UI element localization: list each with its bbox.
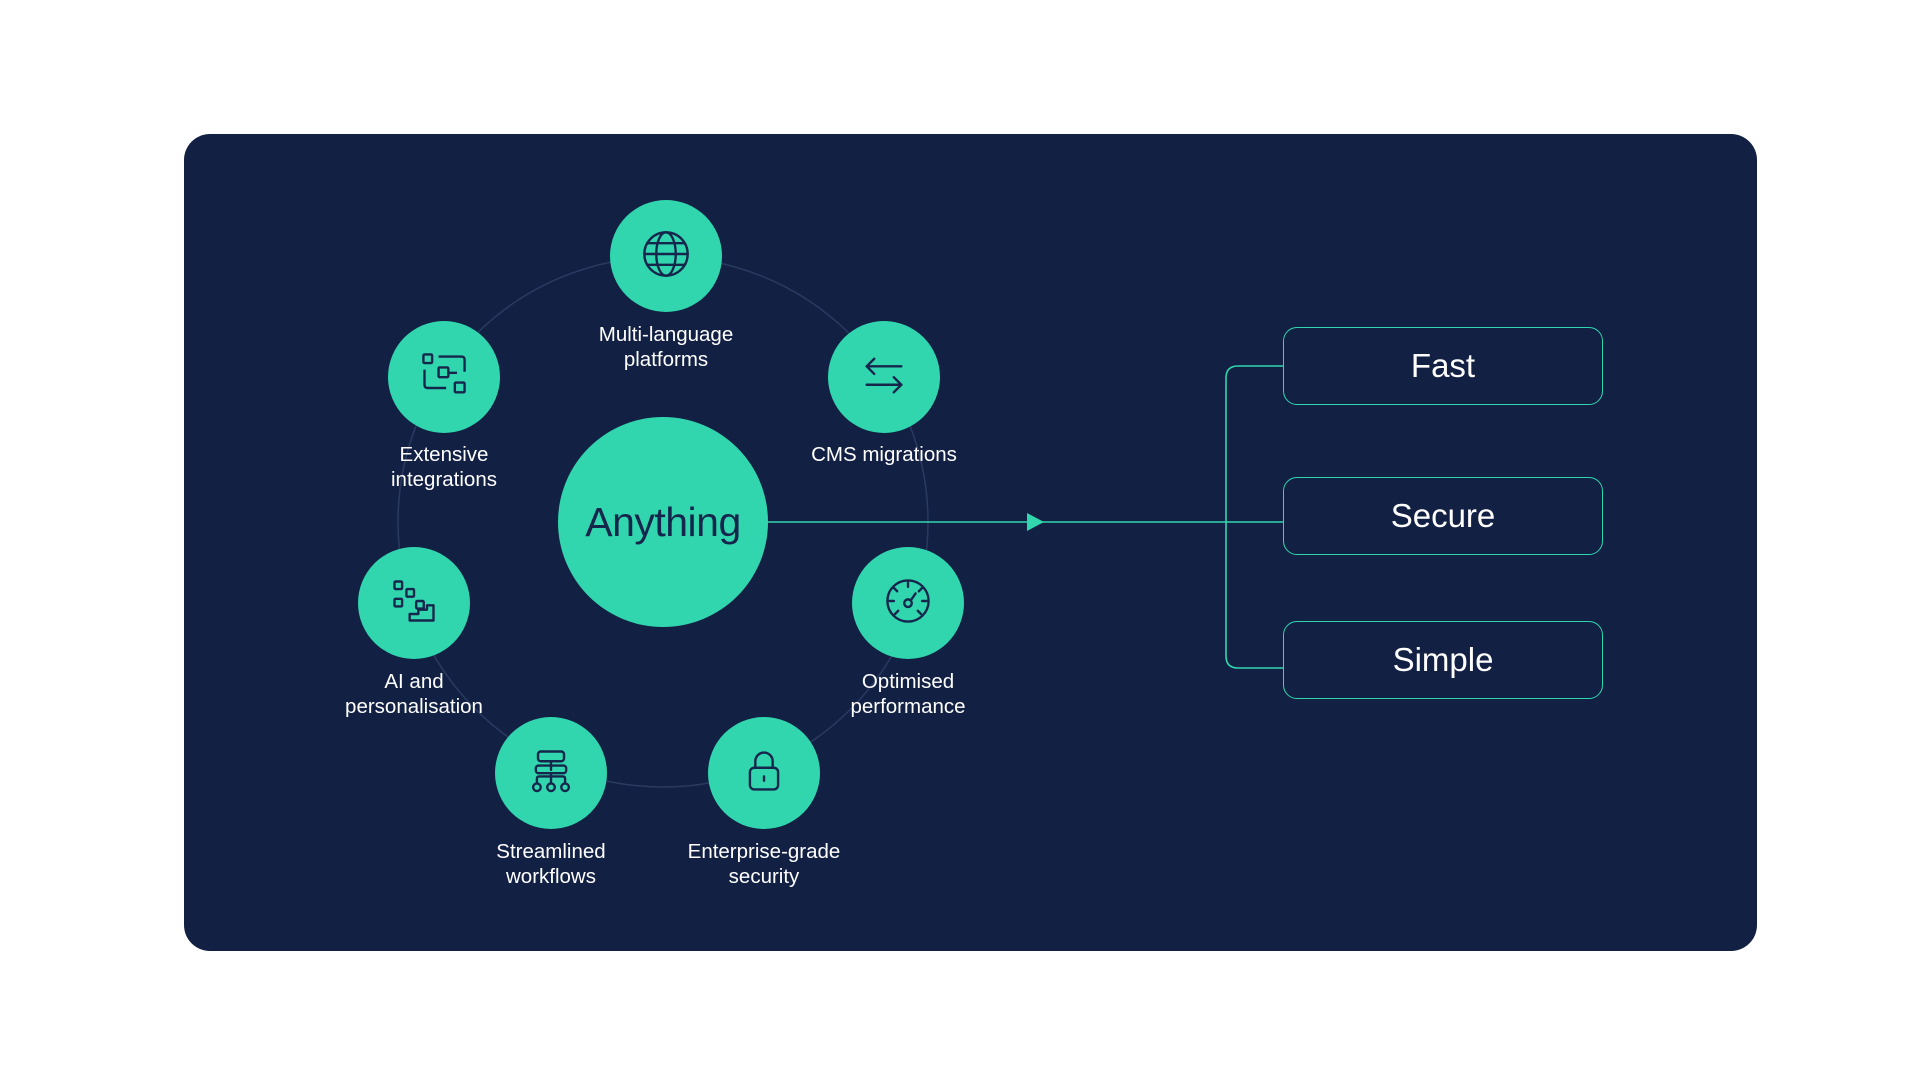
lock-icon [738, 745, 790, 802]
feature-label-streamlined-workflows: Streamlined workflows [496, 840, 606, 888]
feature-label-enterprise-security: Enterprise-grade security [687, 840, 841, 888]
hub-node: Anything [558, 417, 768, 627]
quality-fast: Fast [1283, 327, 1603, 405]
direction-arrow [1027, 513, 1044, 531]
feature-node-ai-personalisation [358, 547, 470, 659]
ai-blocks-icon [388, 575, 440, 632]
integrations-icon [418, 349, 470, 406]
diagram-panel [184, 134, 1757, 951]
quality-secure: Secure [1283, 477, 1603, 555]
feature-node-enterprise-security [708, 717, 820, 829]
globe-icon [640, 228, 692, 285]
speedometer-icon [882, 575, 934, 632]
arrows-exchange-icon [858, 349, 910, 406]
feature-label-cms-migrations: CMS migrations [811, 443, 957, 466]
feature-node-optimised-performance [852, 547, 964, 659]
feature-label-optimised-performance: Optimised performance [850, 670, 966, 718]
hub-label: Anything [585, 498, 741, 545]
workflow-hierarchy-icon [525, 745, 577, 802]
quality-simple: Simple [1283, 621, 1603, 699]
feature-label-multi-language: Multi-language platforms [598, 323, 734, 371]
feature-node-multi-language [610, 200, 722, 312]
bracket-line [1225, 365, 1283, 669]
feature-node-streamlined-workflows [495, 717, 607, 829]
feature-node-extensive-integrations [388, 321, 500, 433]
feature-node-cms-migrations [828, 321, 940, 433]
feature-label-extensive-integrations: Extensive integrations [391, 443, 497, 491]
feature-label-ai-personalisation: AI and personalisation [345, 670, 483, 718]
